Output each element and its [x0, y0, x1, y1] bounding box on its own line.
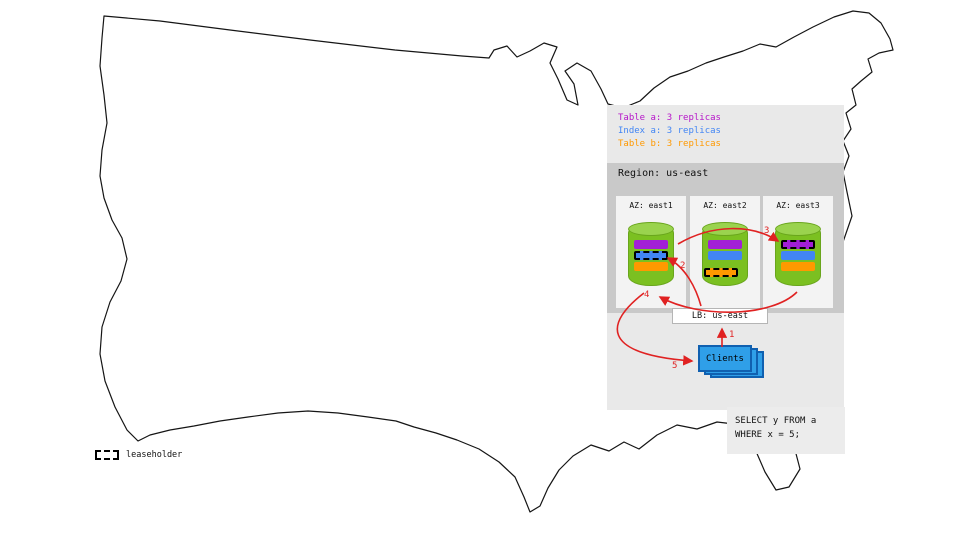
replica-table-a	[708, 240, 742, 249]
leaseholder-swatch-icon	[95, 450, 119, 460]
az-east2-label: AZ: east2	[703, 201, 747, 210]
sql-line1: SELECT y FROM a	[735, 416, 817, 426]
db-node-east2	[702, 222, 748, 286]
replica-index-a	[781, 251, 815, 260]
replica-table-a	[634, 240, 668, 249]
az-east1: AZ: east1	[616, 196, 686, 308]
db-node-east1	[628, 222, 674, 286]
replica-table-b-leaseholder	[704, 268, 738, 277]
cylinder-top	[702, 222, 748, 236]
clients-box: Clients	[698, 345, 752, 372]
step-4-label: 4	[644, 290, 650, 300]
az-east3: AZ: east3	[763, 196, 833, 308]
sql-line2: WHERE x = 5;	[735, 430, 801, 440]
cylinder-top	[775, 222, 821, 236]
db-node-east3	[775, 222, 821, 286]
replica-table-b	[781, 262, 815, 271]
az-east1-label: AZ: east1	[629, 201, 673, 210]
legend-table-a: Table a: 3 replicas	[618, 113, 721, 123]
legend-table-b: Table b: 3 replicas	[618, 139, 721, 149]
replica-index-a-leaseholder	[634, 251, 668, 260]
cylinder-top	[628, 222, 674, 236]
step-5-label: 5	[672, 361, 678, 371]
deployment-panel: Table a: 3 replicas Index a: 3 replicas …	[607, 105, 844, 410]
az-east3-label: AZ: east3	[776, 201, 820, 210]
step-3-label: 3	[764, 226, 770, 236]
load-balancer: LB: us-east	[672, 308, 768, 324]
leaseholder-legend-label: leaseholder	[126, 450, 183, 460]
replica-table-a-leaseholder	[781, 240, 815, 249]
region-label: Region: us-east	[618, 168, 709, 179]
legend-index-a: Index a: 3 replicas	[618, 126, 721, 136]
step-1-label: 1	[729, 330, 735, 340]
sql-query-box: SELECT y FROM a WHERE x = 5;	[727, 407, 845, 454]
az-east2: AZ: east2	[690, 196, 760, 308]
replica-index-a	[708, 251, 742, 260]
step-2-label: 2	[680, 261, 686, 271]
region-box: Region: us-east AZ: east1 AZ: east2	[607, 163, 844, 313]
replica-table-b	[634, 262, 668, 271]
